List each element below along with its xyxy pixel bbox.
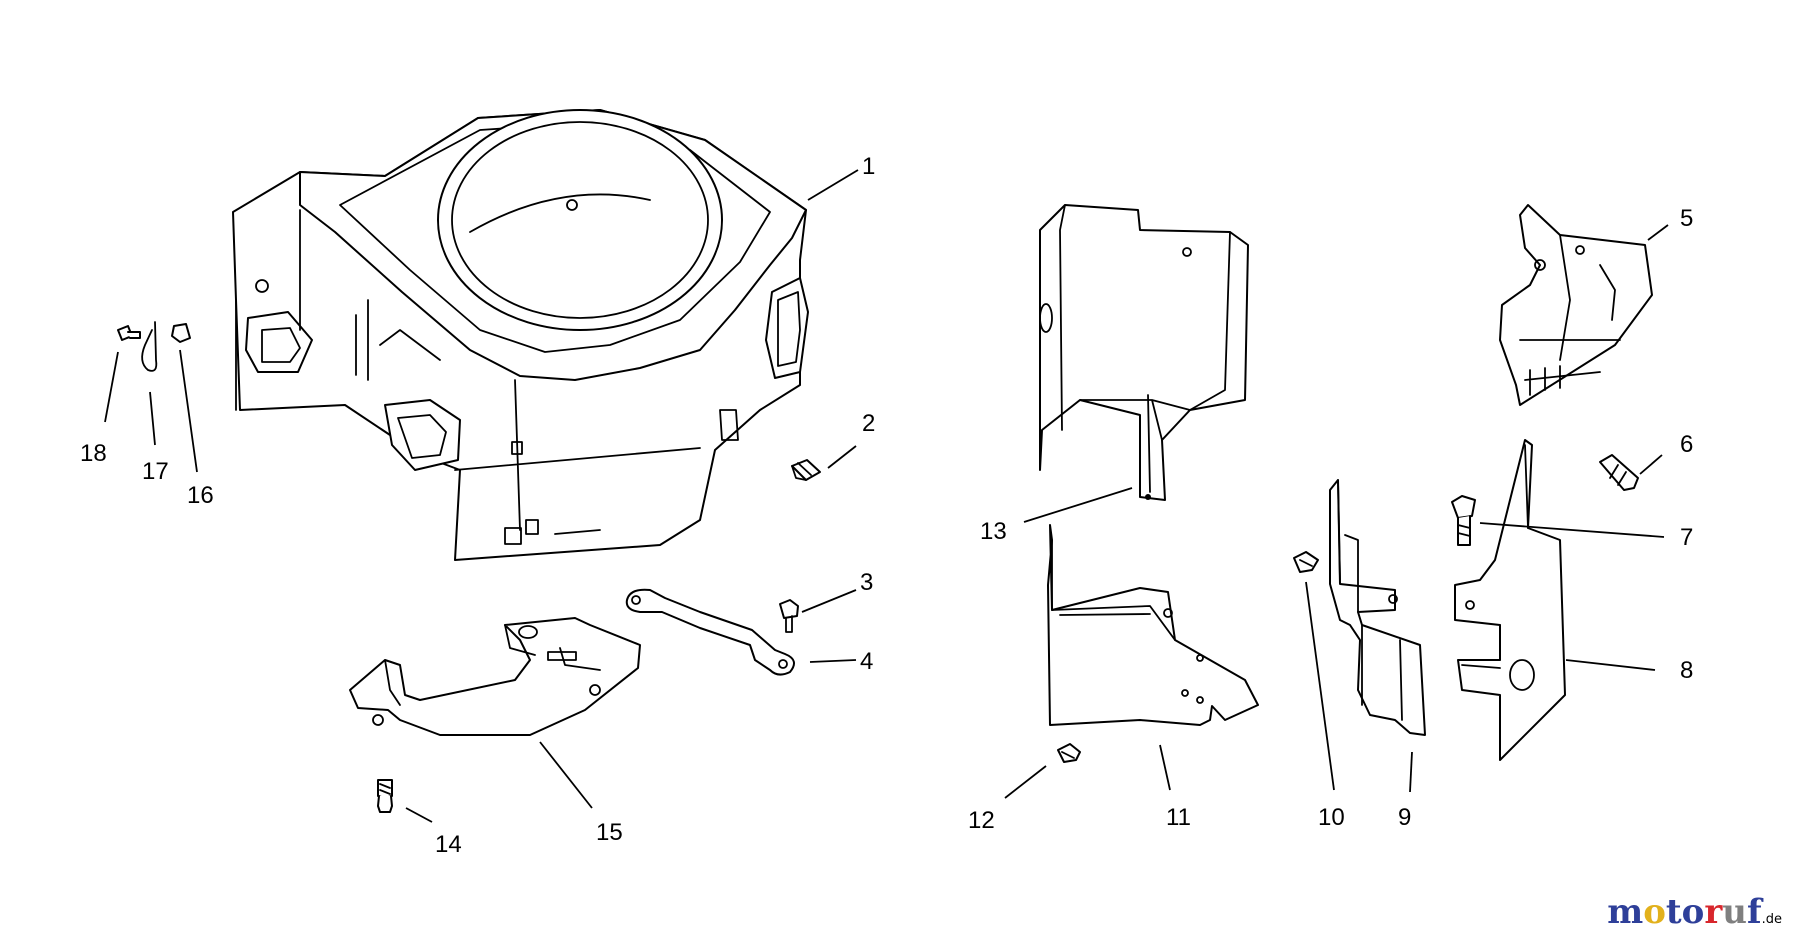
grommet-part-16 (171, 323, 191, 343)
logo-letter: t (1665, 892, 1682, 932)
callout-1: 1 (862, 153, 875, 180)
upper-baffle-part (1039, 204, 1249, 501)
lower-baffle-part (1047, 524, 1259, 726)
callout-6: 6 (1680, 431, 1693, 458)
leader-lines (104, 169, 1669, 823)
callout-12: 12 (968, 807, 995, 834)
bracket-part (1329, 479, 1426, 736)
screw-part-12 (1057, 743, 1081, 763)
screw-part-6 (1599, 454, 1639, 491)
callout-5: 5 (1680, 205, 1693, 232)
screw-part-2 (791, 459, 821, 481)
callout-9: 9 (1398, 804, 1411, 831)
callout-3: 3 (860, 569, 873, 596)
callout-18: 18 (80, 440, 107, 467)
side-shield-part (1454, 439, 1566, 761)
callout-8: 8 (1680, 657, 1693, 684)
screw-part-18 (117, 325, 141, 341)
logo-letter: m (1607, 892, 1644, 932)
callout-13: 13 (980, 518, 1007, 545)
logo-letter: o (1643, 892, 1666, 932)
screw-part-3 (779, 599, 799, 633)
callout-11: 11 (1166, 804, 1191, 831)
lower-bracket-part (349, 617, 641, 736)
screw-part-10 (1293, 551, 1319, 573)
motoruf-logo: motoruf.de (1607, 892, 1782, 932)
strap-part (625, 588, 795, 676)
logo-letters: motoruf (1607, 892, 1761, 932)
bolt-part-7 (1451, 495, 1476, 546)
callout-17: 17 (142, 458, 169, 485)
logo-letter: r (1704, 892, 1723, 932)
callout-10: 10 (1318, 804, 1345, 831)
callout-7: 7 (1680, 524, 1693, 551)
callout-14: 14 (435, 831, 462, 858)
callout-labels: 1 2 3 4 5 6 7 8 9 10 11 12 13 14 15 16 1… (80, 153, 1693, 858)
logo-letter: u (1722, 892, 1747, 932)
bolt-part-14 (377, 779, 393, 813)
callout-16: 16 (187, 482, 214, 509)
callout-4: 4 (860, 648, 873, 675)
blower-housing-part (232, 109, 809, 561)
logo-letter: f (1746, 892, 1762, 932)
logo-domain: .de (1761, 912, 1782, 927)
clip-part-17 (141, 321, 158, 372)
logo-letter: o (1681, 892, 1705, 932)
small-shield-part (1499, 204, 1653, 406)
callout-2: 2 (862, 410, 875, 437)
callout-15: 15 (596, 819, 623, 846)
